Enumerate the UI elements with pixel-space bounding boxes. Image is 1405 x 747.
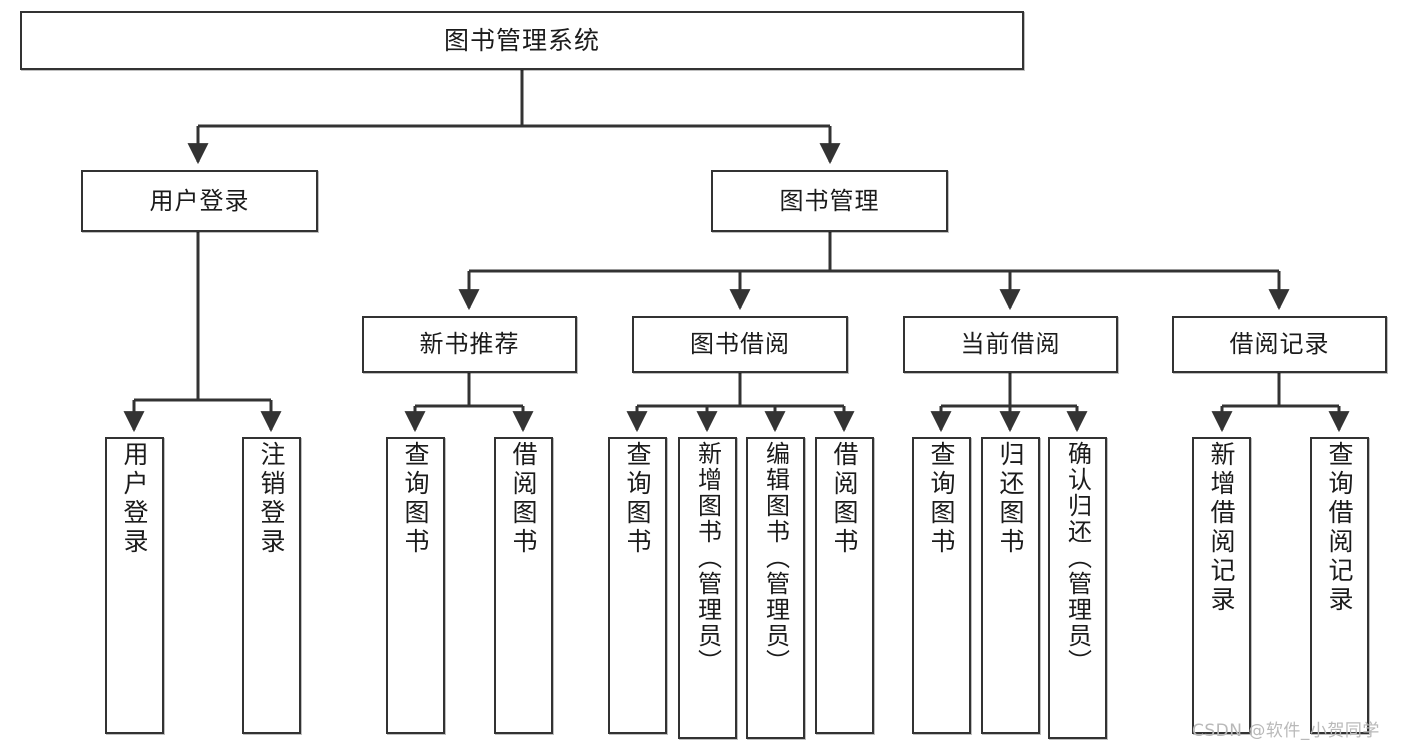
node-leaf-logout-login-label: 注销登录	[257, 441, 286, 557]
node-leaf-user-login-label: 用户登录	[120, 441, 149, 557]
csdn-watermark: CSDN @软件_小贺同学	[1192, 721, 1380, 741]
node-leaf-add-book[interactable]: 新增图书（管理员）	[678, 437, 737, 739]
node-leaf-query-book-1-label: 查询图书	[401, 441, 430, 557]
node-leaf-confirm-return[interactable]: 确认归还（管理员）	[1048, 437, 1107, 739]
node-root-system-label: 图书管理系统	[443, 25, 600, 55]
node-leaf-query-book-2-label: 查询图书	[623, 441, 652, 557]
node-leaf-logout-login[interactable]: 注销登录	[242, 437, 301, 734]
node-book-manage[interactable]: 图书管理	[711, 170, 948, 232]
node-root-system[interactable]: 图书管理系统	[20, 11, 1024, 70]
node-leaf-edit-book[interactable]: 编辑图书（管理员）	[746, 437, 805, 739]
node-leaf-user-login[interactable]: 用户登录	[105, 437, 164, 734]
node-leaf-query-record[interactable]: 查询借阅记录	[1310, 437, 1369, 734]
node-leaf-query-book-3[interactable]: 查询图书	[912, 437, 971, 734]
node-leaf-query-record-label: 查询借阅记录	[1325, 441, 1354, 615]
node-user-login-label: 用户登录	[149, 186, 250, 215]
node-leaf-edit-book-label: 编辑图书（管理员）	[761, 441, 790, 675]
node-book-borrow[interactable]: 图书借阅	[632, 316, 848, 373]
node-book-manage-label: 图书管理	[779, 186, 880, 215]
node-leaf-confirm-return-label: 确认归还（管理员）	[1063, 441, 1092, 675]
node-leaf-return-book-label: 归还图书	[996, 441, 1025, 557]
node-leaf-query-book-2[interactable]: 查询图书	[608, 437, 667, 734]
node-leaf-query-book-3-label: 查询图书	[927, 441, 956, 557]
node-book-borrow-label: 图书借阅	[690, 330, 790, 359]
node-new-book-recommend[interactable]: 新书推荐	[362, 316, 577, 373]
node-leaf-return-book[interactable]: 归还图书	[981, 437, 1040, 734]
node-leaf-borrow-book-1[interactable]: 借阅图书	[494, 437, 553, 734]
node-leaf-borrow-book-2-label: 借阅图书	[830, 441, 859, 557]
node-leaf-add-book-label: 新增图书（管理员）	[693, 441, 722, 675]
node-leaf-add-record[interactable]: 新增借阅记录	[1192, 437, 1251, 734]
node-borrow-record[interactable]: 借阅记录	[1172, 316, 1387, 373]
node-borrow-record-label: 借阅记录	[1229, 330, 1330, 359]
node-user-login[interactable]: 用户登录	[81, 170, 318, 232]
node-new-book-recommend-label: 新书推荐	[419, 330, 520, 359]
node-current-borrow-label: 当前借阅	[960, 330, 1061, 359]
node-current-borrow[interactable]: 当前借阅	[903, 316, 1118, 373]
node-leaf-add-record-label: 新增借阅记录	[1207, 441, 1236, 615]
node-leaf-query-book-1[interactable]: 查询图书	[386, 437, 445, 734]
node-leaf-borrow-book-1-label: 借阅图书	[509, 441, 538, 557]
node-leaf-borrow-book-2[interactable]: 借阅图书	[815, 437, 874, 734]
